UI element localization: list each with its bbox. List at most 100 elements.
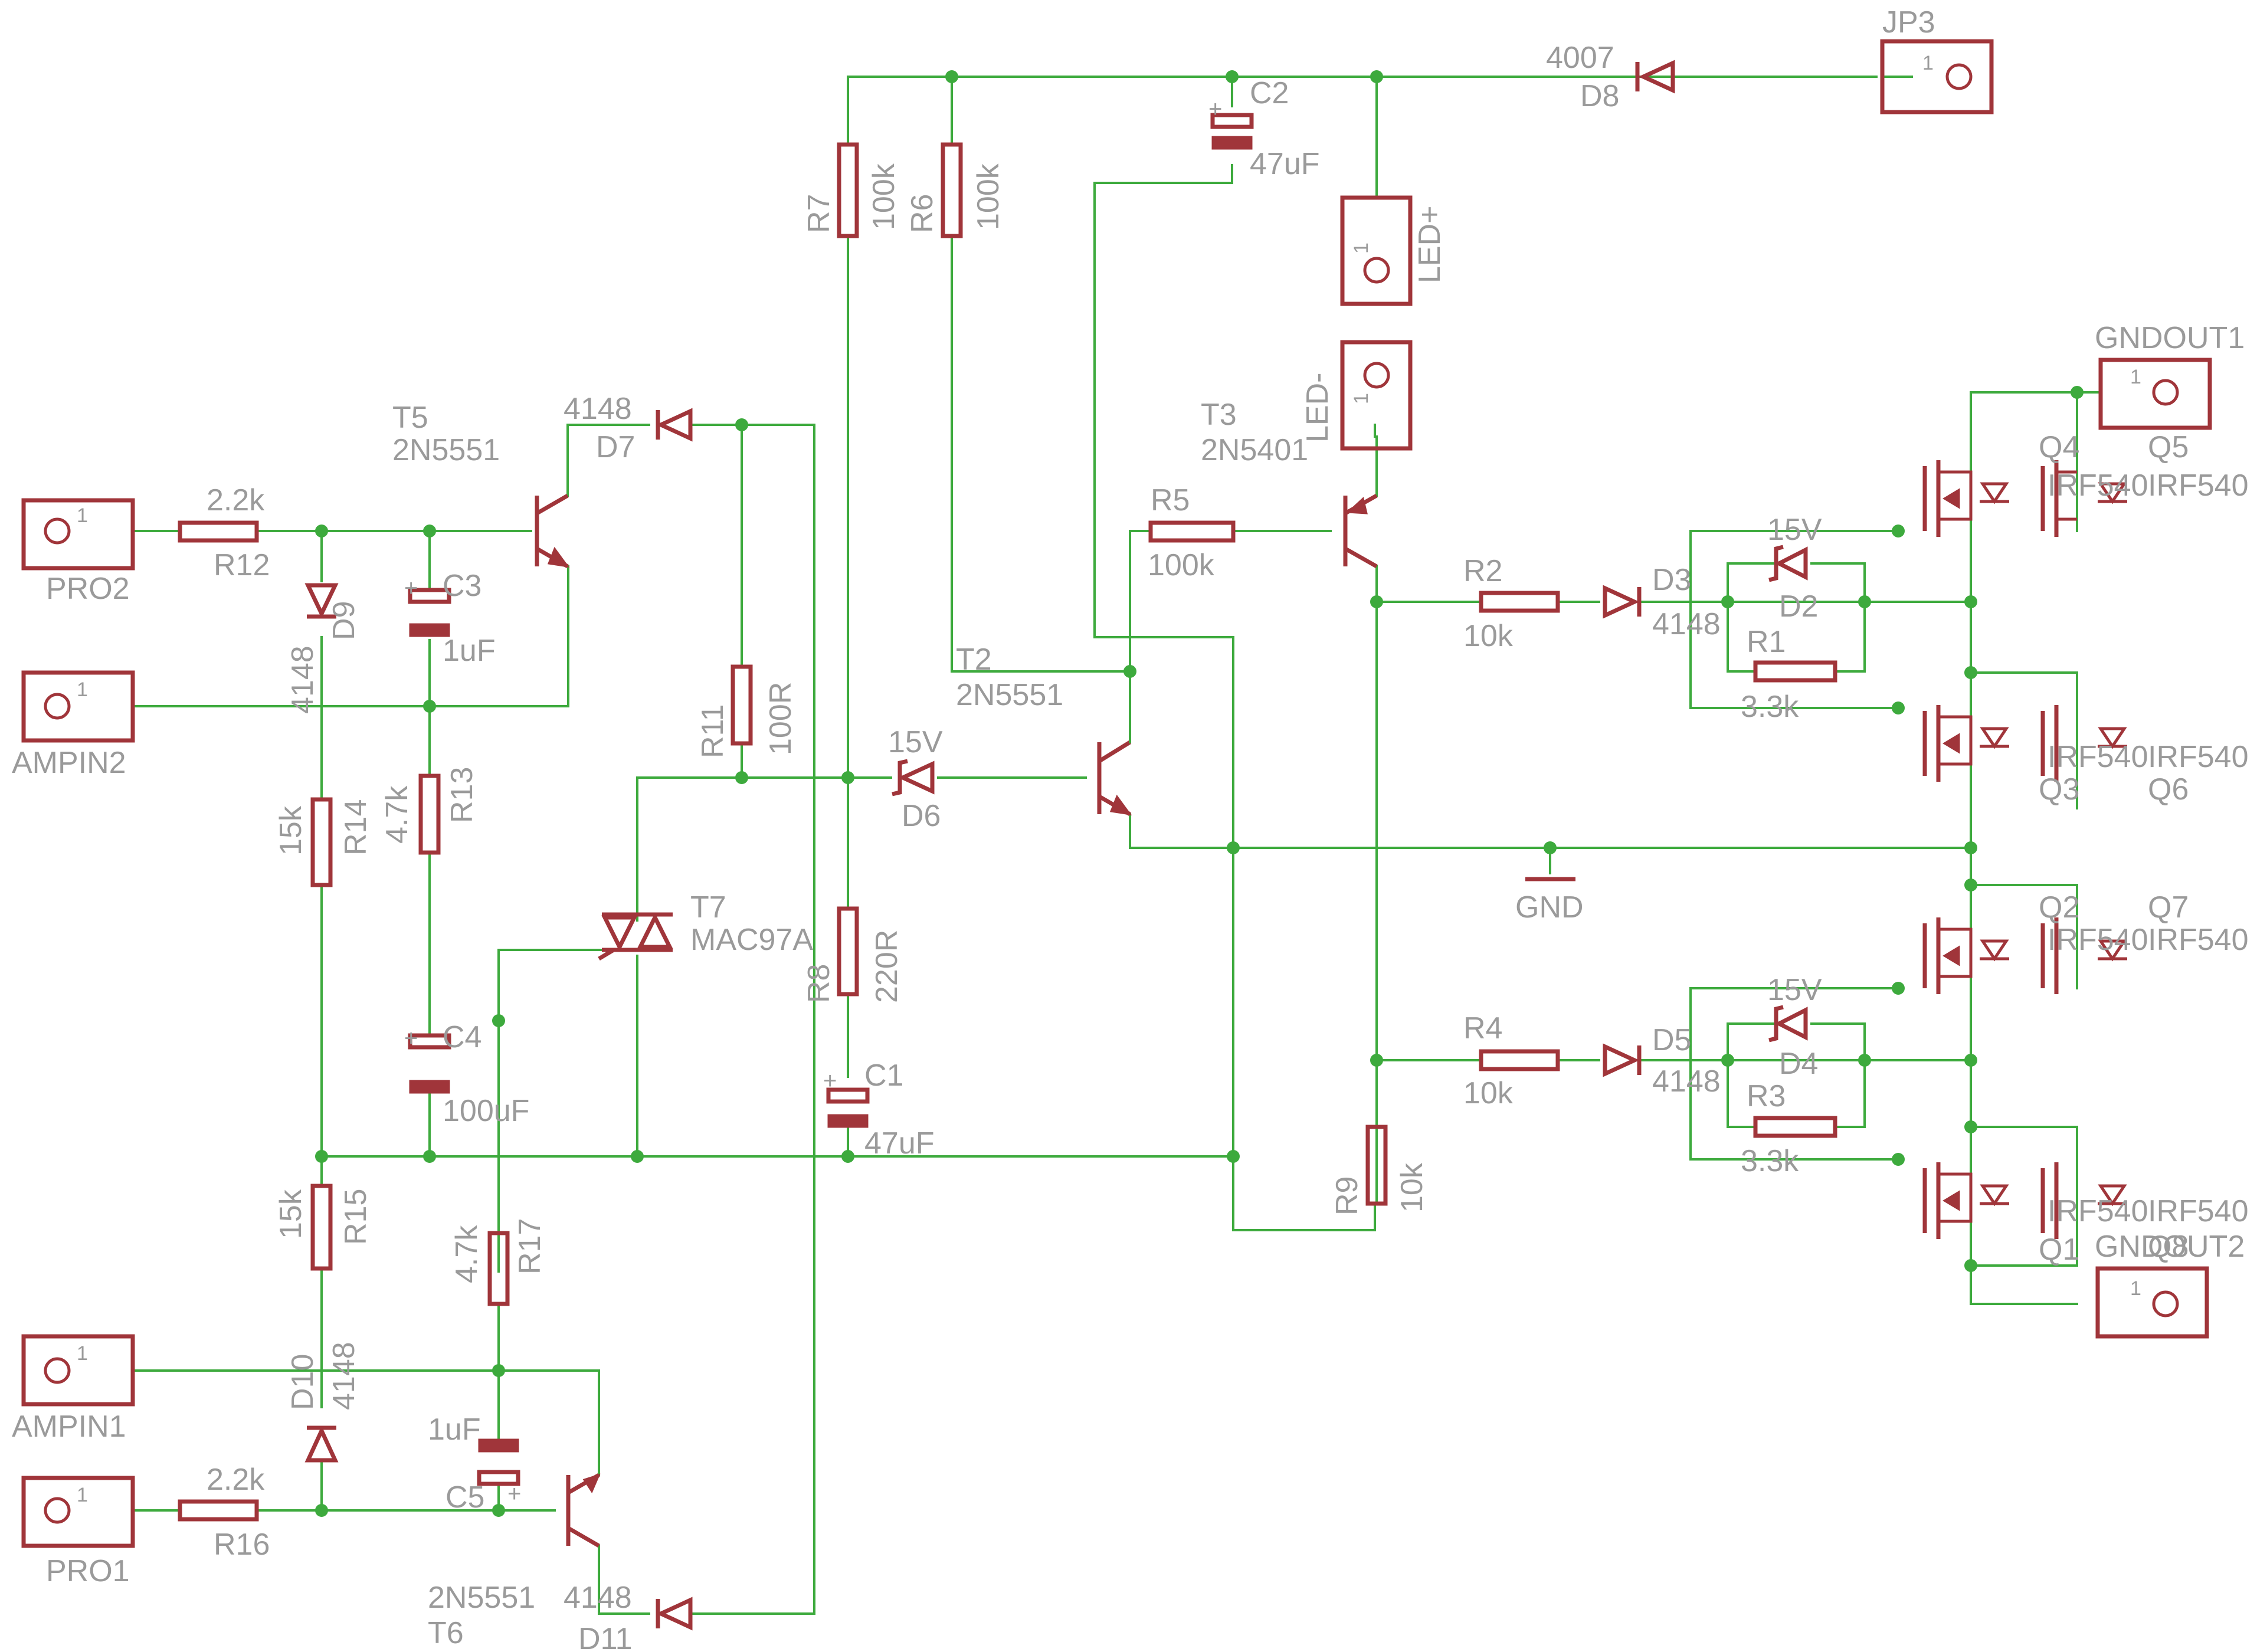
mosfet-pair-q3-q6[interactable]: IRF540 Q3 IRF540 Q6 (1922, 705, 2249, 807)
ref-label: D9 (327, 601, 361, 640)
capacitor-c2[interactable]: + C2 47uF (1208, 76, 1320, 181)
value-label: 4148 (286, 645, 320, 714)
resistor-r16[interactable]: 2.2k R16 (178, 1463, 270, 1562)
diode-d7[interactable]: 4148 D7 (564, 392, 693, 464)
pin-label: 1 (2130, 1277, 2141, 1300)
resistor-r15[interactable]: 15k R15 (274, 1184, 373, 1271)
ref-label: R3 (1747, 1079, 1786, 1113)
value-label: 1uF (428, 1412, 481, 1447)
connector-gndout1[interactable]: 1 GNDOUT1 (2095, 321, 2245, 430)
transistor-t6[interactable]: 2N5551 T6 (428, 1473, 601, 1650)
ground-symbol: GND (1515, 877, 1584, 925)
polarity-mark: + (1208, 96, 1222, 122)
resistor-r6[interactable]: R6 100k (905, 142, 1005, 238)
ref-label: R2 (1463, 554, 1502, 588)
capacitor-c4[interactable]: + C4 100uF (404, 1020, 529, 1128)
connector-pro2[interactable]: 1 PRO2 (21, 498, 135, 606)
diode-d5[interactable]: D5 4148 (1603, 1023, 1721, 1099)
resistor-r3[interactable]: R3 3.3k (1741, 1079, 1837, 1178)
pin-label: 1 (77, 678, 88, 701)
capacitor-c1[interactable]: + C1 47uF (823, 1058, 935, 1161)
ref-label: D8 (1580, 79, 1619, 113)
ref-label: Q5 (2148, 430, 2189, 464)
value-label: IRF540 (2148, 740, 2249, 774)
zener-diode-d2[interactable]: 15V D2 (1767, 513, 1822, 624)
value-label: 100k (971, 163, 1005, 230)
transistor-t3[interactable]: T3 2N5401 (1201, 398, 1378, 569)
ref-label: C3 (443, 569, 481, 603)
value-label: 15V (1767, 513, 1822, 547)
mosfet-pair-q4-q5[interactable]: Q4 IRF540 Q5 IRF540 (1922, 430, 2249, 537)
value-label: 4007 (1546, 41, 1614, 75)
connector-ampin1[interactable]: 1 AMPIN1 (12, 1334, 135, 1444)
value-label: 15k (274, 805, 308, 856)
zener-diode-d4[interactable]: 15V D4 (1767, 973, 1822, 1081)
ref-label: R16 (214, 1528, 270, 1562)
connector-label: JP3 (1882, 5, 1935, 40)
value-label: IRF540 (2048, 740, 2148, 774)
transistor-t5[interactable]: T5 2N5551 (392, 401, 570, 569)
capacitor-c3[interactable]: + C3 1uF (404, 569, 496, 668)
pin-label: 1 (1350, 393, 1372, 404)
diode-d9[interactable]: 4148 D9 (286, 583, 361, 714)
junctions (315, 70, 2084, 1517)
value-label: 100uF (443, 1094, 529, 1128)
value-label: 220R (870, 930, 904, 1003)
ref-label: Q4 (2039, 430, 2079, 464)
resistor-r14[interactable]: 15k R14 (274, 797, 373, 887)
ref-label: R8 (802, 964, 836, 1003)
ref-label: R17 (513, 1218, 547, 1274)
ref-label: R12 (214, 548, 270, 582)
ref-label: D7 (596, 430, 635, 464)
transistor-t2[interactable]: T2 2N5551 (956, 643, 1132, 817)
pin-label: 1 (77, 1342, 88, 1365)
value-label: 10k (1463, 1076, 1514, 1110)
value-label: 10k (1395, 1162, 1429, 1212)
connector-label: PRO2 (46, 572, 130, 606)
diode-d8[interactable]: 4007 D8 (1546, 41, 1675, 113)
pin-label: 1 (1922, 52, 1934, 74)
resistor-r5[interactable]: R5 100k (1148, 483, 1236, 582)
resistor-r1[interactable]: R1 3.3k (1741, 625, 1837, 724)
ref-label: R1 (1747, 625, 1786, 659)
resistor-r8[interactable]: R8 220R (802, 906, 904, 1003)
connector-gndout2[interactable]: 1 GNDOUT2 (2095, 1230, 2245, 1339)
triac-t7[interactable]: T7 MAC97A (598, 890, 813, 961)
resistor-r17[interactable]: 4.7k R17 (450, 1218, 547, 1306)
ref-label: Q7 (2148, 890, 2189, 925)
connector-label: GNDOUT2 (2095, 1230, 2245, 1264)
resistor-r9[interactable]: R9 10k (1330, 1125, 1429, 1215)
ref-label: C4 (443, 1020, 481, 1054)
connector-pro1[interactable]: 1 PRO1 (21, 1476, 135, 1588)
polarity-mark: + (823, 1068, 837, 1094)
resistor-r2[interactable]: R2 10k (1463, 554, 1560, 653)
connector-jp3[interactable]: 1 JP3 (1880, 5, 1994, 114)
resistor-r12[interactable]: 2.2k R12 (178, 483, 270, 582)
diode-d11[interactable]: 4148 D11 (564, 1581, 693, 1652)
mosfet-pair-q1-q8[interactable]: IRF540 Q1 IRF540 Q8 (1922, 1162, 2249, 1267)
diode-d10[interactable]: D10 4148 (286, 1342, 361, 1463)
mosfet-pair-q2-q7[interactable]: Q2 IRF540 Q7 IRF540 (1922, 890, 2249, 994)
resistor-r13[interactable]: 4.7k R13 (380, 767, 479, 855)
value-label: 15V (888, 725, 943, 759)
pin-label: 1 (2130, 366, 2141, 388)
value-label: 47uF (1250, 147, 1320, 181)
capacitor-c5[interactable]: + C5 1uF (428, 1412, 521, 1515)
value-label: 4.7k (450, 1225, 484, 1283)
value-label: 100k (867, 163, 901, 230)
connector-led-minus[interactable]: 1 LED- (1301, 340, 1413, 451)
connector-ampin2[interactable]: 1 AMPIN2 (12, 670, 135, 780)
value-label: 4148 (564, 1581, 632, 1615)
resistor-r4[interactable]: R4 10k (1463, 1011, 1560, 1110)
pin-label: 1 (1350, 242, 1372, 254)
diode-d3[interactable]: D3 4148 (1603, 563, 1721, 641)
value-label: IRF540 (2048, 923, 2148, 957)
value-label: 15V (1767, 973, 1822, 1007)
zener-diode-d6[interactable]: 15V D6 (888, 725, 943, 833)
resistor-r7[interactable]: R7 100k (802, 142, 901, 238)
value-label: 3.3k (1741, 690, 1799, 724)
resistor-r11[interactable]: R11 100R (696, 664, 798, 758)
value-label: 100R (764, 682, 798, 755)
value-label: 2.2k (207, 483, 265, 517)
connector-led-plus[interactable]: 1 LED+ (1340, 195, 1447, 306)
